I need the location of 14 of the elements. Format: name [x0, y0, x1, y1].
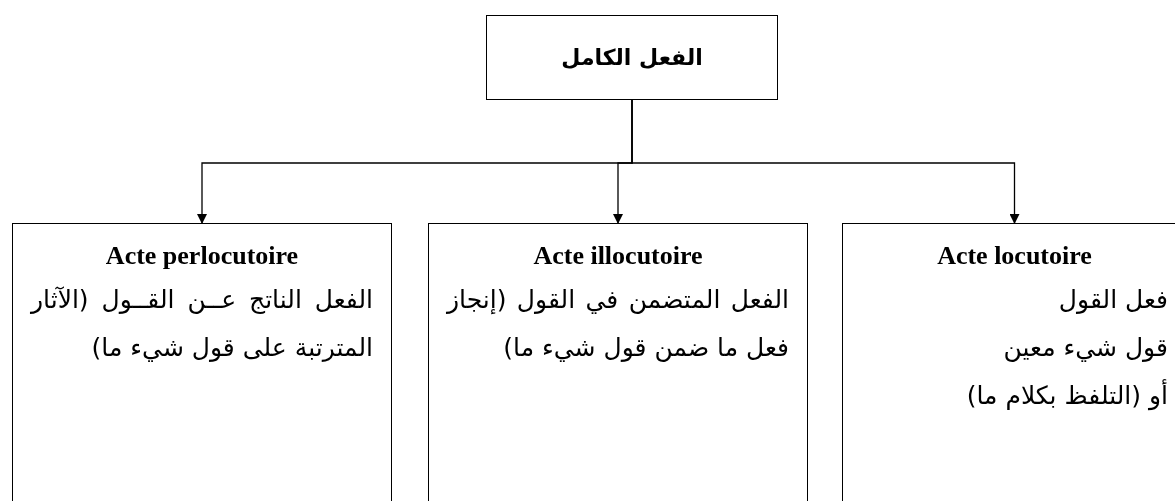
box-heading: Acte illocutoire: [533, 240, 703, 272]
root-box: [486, 15, 778, 100]
description-text: فعل القول: [1057, 284, 1168, 316]
box-title: الفعل الكامل: [561, 44, 703, 72]
box-heading: Acte locutoire: [937, 240, 1092, 272]
description-text: قول شيء معين: [1002, 332, 1168, 364]
category-box: [842, 223, 1175, 501]
description-text: الفعل المتضمن في القول (إنجاز فعل ما ضمن قول شيء ما): [447, 284, 789, 364]
connector-arrow: [197, 99, 633, 224]
box-heading: Acte perlocutoire: [105, 240, 299, 272]
description-text: الفعل الناتج عــن القــول (الآثار المترتبة على قول شيء ما): [31, 284, 373, 364]
description-text: أو (التلفظ بكلام ما): [965, 378, 1168, 413]
category-box: [12, 223, 392, 501]
category-box: [428, 223, 808, 501]
